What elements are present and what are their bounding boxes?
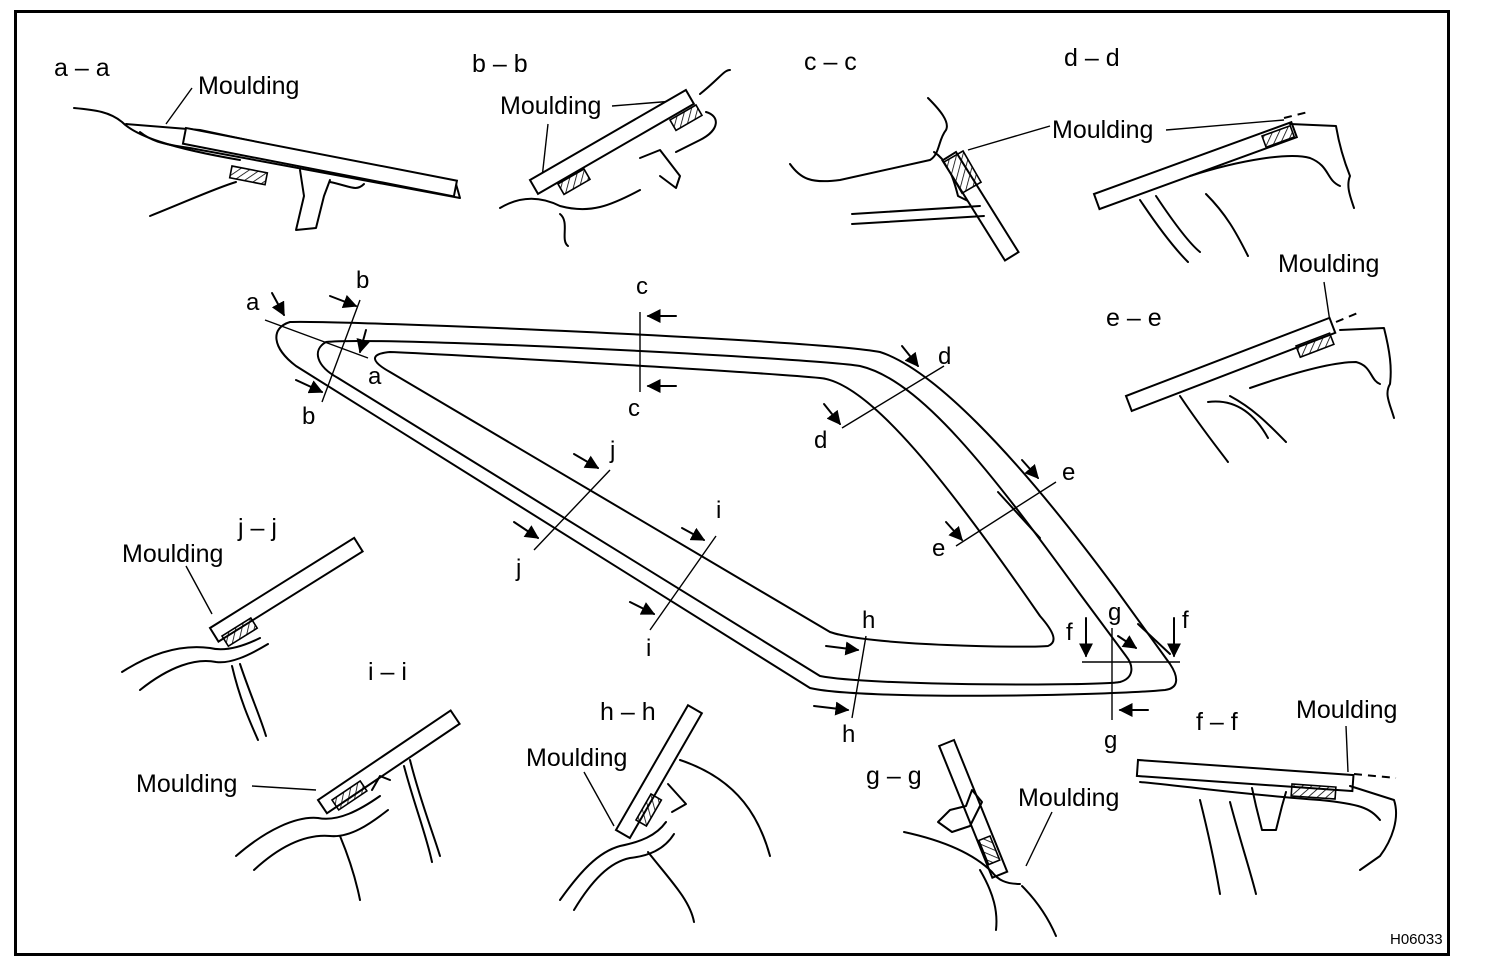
quarter-window-outline xyxy=(275,320,1178,697)
section-a-a-title: a – a xyxy=(54,54,110,82)
cut-letters: a a b b c c d d e e f f g g h h i i j j xyxy=(246,267,1189,754)
cut-letter-b-top: b xyxy=(356,267,369,294)
cut-letter-j-bottom: j xyxy=(515,555,521,582)
cut-letter-f-right: f xyxy=(1182,607,1189,634)
cut-letter-d-top: d xyxy=(938,343,951,370)
section-g-g: g – g Moulding xyxy=(866,738,1119,937)
section-g-g-moulding-label: Moulding xyxy=(1018,784,1119,812)
section-cut-lines xyxy=(264,292,1181,720)
cut-letter-f-left: f xyxy=(1066,619,1073,646)
section-f-f: f – f Moulding xyxy=(1135,696,1397,895)
section-j-j-title: j – j xyxy=(237,514,277,542)
cut-letter-c-bottom: c xyxy=(628,395,640,422)
section-d-d-moulding-label: Moulding xyxy=(1052,116,1153,144)
section-a-a: a – a Moulding xyxy=(54,54,461,231)
cut-letter-j-top: j xyxy=(609,437,615,464)
section-e-e-moulding-label: Moulding xyxy=(1278,250,1379,278)
cut-letter-e-top: e xyxy=(1062,459,1075,486)
cut-letter-g-bottom: g xyxy=(1104,727,1117,754)
section-b-b: b – b Moulding xyxy=(472,50,731,247)
figure-code: H06033 xyxy=(1390,931,1443,948)
section-e-e-title: e – e xyxy=(1106,304,1162,332)
cut-letter-e-bottom: e xyxy=(932,535,945,562)
cut-letter-a-bottom: a xyxy=(368,363,382,390)
cut-letter-b-bottom: b xyxy=(302,403,315,430)
section-f-f-title: f – f xyxy=(1196,708,1238,736)
section-c-c: c – c xyxy=(789,48,1051,262)
section-b-b-title: b – b xyxy=(472,50,528,78)
section-j-j: j – j Moulding xyxy=(121,514,365,741)
section-h-h: h – h Moulding xyxy=(526,698,771,923)
cut-letter-a-top: a xyxy=(246,289,260,316)
section-a-a-moulding-label: Moulding xyxy=(198,72,299,100)
cut-letter-i-bottom: i xyxy=(646,635,651,662)
cut-letter-h-bottom: h xyxy=(842,721,855,748)
section-b-b-moulding-label: Moulding xyxy=(500,92,601,120)
cut-letter-c-top: c xyxy=(636,273,648,300)
section-d-d: d – d Moulding xyxy=(1052,44,1355,263)
section-i-i-moulding-label: Moulding xyxy=(136,770,237,798)
cut-letter-d-bottom: d xyxy=(814,427,827,454)
diagram-frame xyxy=(14,10,1450,956)
section-c-c-title: c – c xyxy=(804,48,857,76)
cut-letter-i-top: i xyxy=(716,497,721,524)
section-f-f-moulding-label: Moulding xyxy=(1296,696,1397,724)
section-d-d-title: d – d xyxy=(1064,44,1120,72)
section-g-g-title: g – g xyxy=(866,762,922,790)
section-e-e: e – e Moulding xyxy=(1106,250,1395,463)
section-h-h-moulding-label: Moulding xyxy=(526,744,627,772)
cut-letter-g-top: g xyxy=(1108,599,1121,626)
section-j-j-moulding-label: Moulding xyxy=(122,540,223,568)
cut-letter-h-top: h xyxy=(862,607,875,634)
section-i-i-title: i – i xyxy=(368,658,407,686)
section-i-i: i – i Moulding xyxy=(136,658,461,901)
section-h-h-title: h – h xyxy=(600,698,656,726)
